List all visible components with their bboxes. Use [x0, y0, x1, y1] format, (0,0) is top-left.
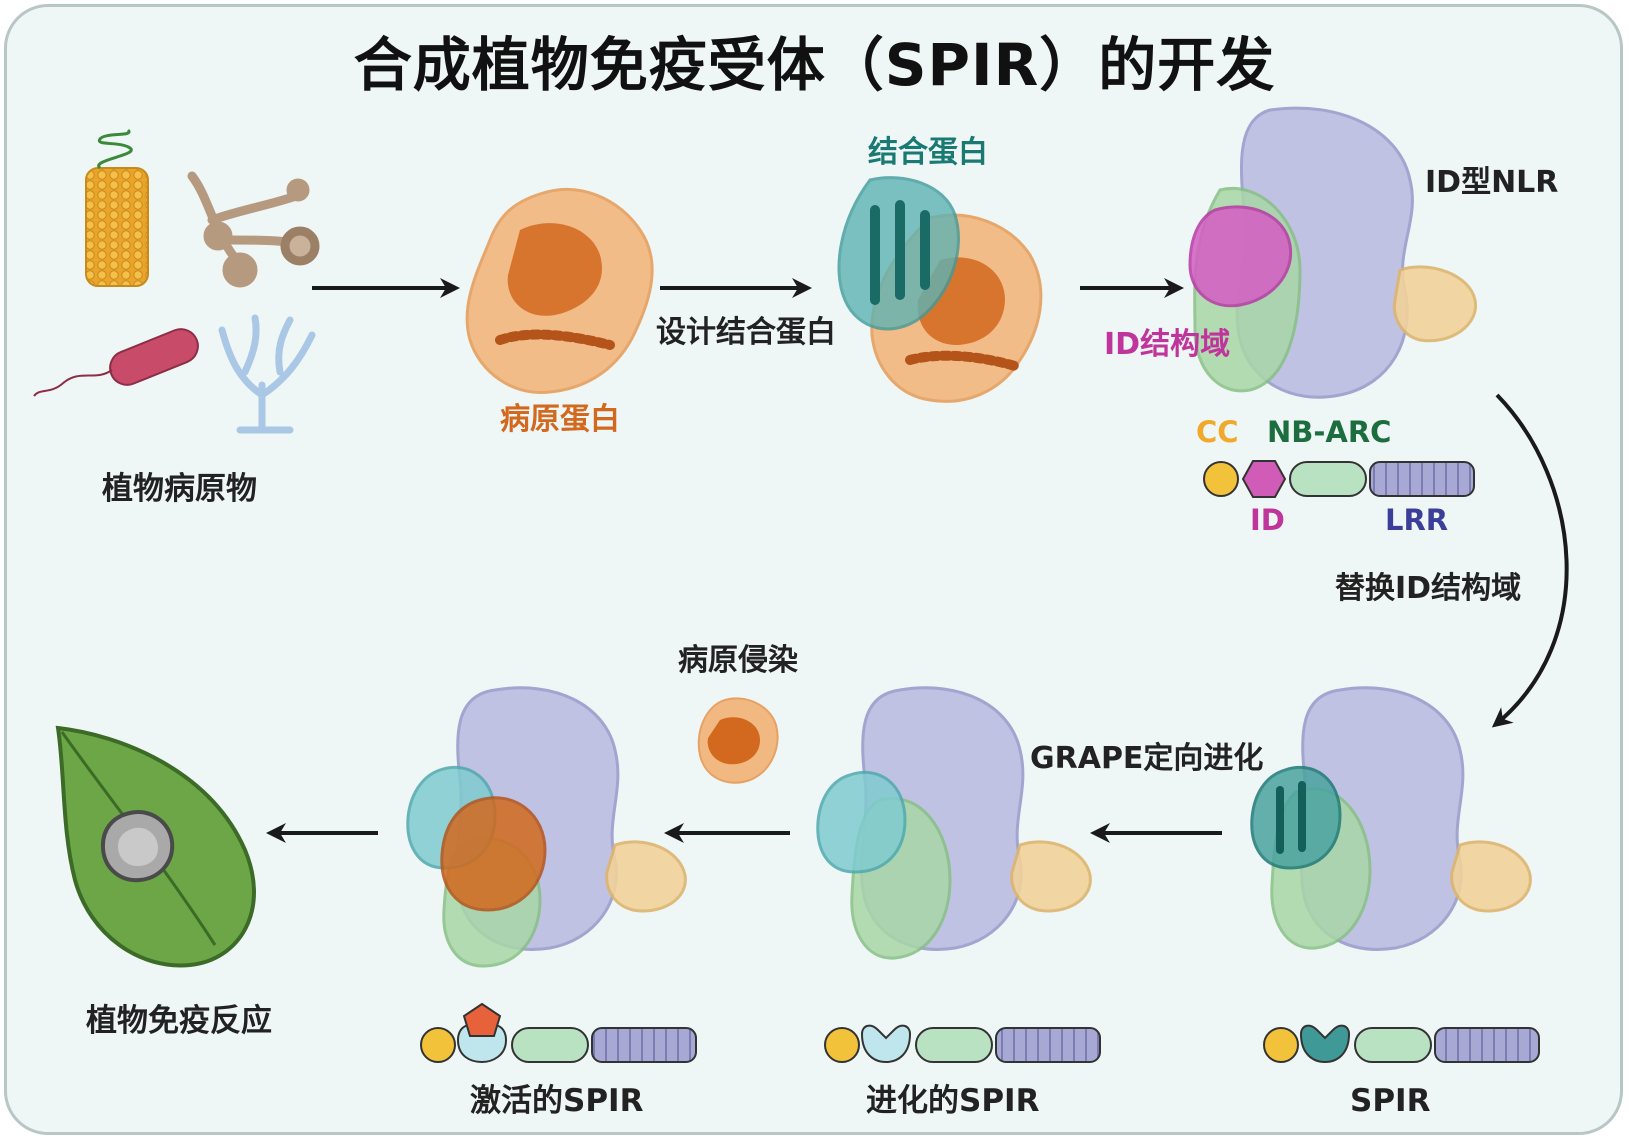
evolved-spir-structure — [816, 686, 1092, 960]
label-replace-id: 替换ID结构域 — [1335, 571, 1522, 606]
flow-arrows — [266, 278, 1569, 843]
domain-label-lrr: LRR — [1385, 503, 1449, 537]
label-immune-response: 植物免疫反应 — [86, 1003, 272, 1039]
infecting-pathogen-protein — [697, 697, 779, 784]
id-nlr-structure — [1188, 106, 1477, 399]
label-activated-spir: 激活的SPIR — [470, 1083, 644, 1119]
binder-complex-structure — [837, 176, 1043, 403]
label-id-nlr: ID型NLR — [1425, 165, 1559, 200]
label-spir: SPIR — [1350, 1083, 1431, 1119]
domain-label-nb-arc: NB-ARC — [1267, 415, 1392, 449]
domain-bar-activated-spir — [420, 1002, 697, 1064]
label-pathogen-protein: 病原蛋白 — [500, 402, 620, 437]
fungus-icon — [187, 171, 320, 288]
spir-structure — [1250, 686, 1532, 951]
label-binder: 结合蛋白 — [868, 135, 988, 170]
domain-label-id: ID — [1250, 503, 1285, 537]
activated-spir-structure — [406, 686, 687, 968]
label-design-binder: 设计结合蛋白 — [656, 315, 836, 350]
label-plant-pathogen: 植物病原物 — [102, 471, 257, 507]
domain-label-cc: CC — [1196, 415, 1239, 449]
diagram-title: 合成植物免疫受体（SPIR）的开发 — [353, 31, 1276, 99]
label-id-domain: ID结构域 — [1104, 327, 1231, 362]
leaf-icon — [55, 725, 256, 968]
domain-bar-spir — [1263, 1024, 1540, 1064]
bacterium-icon — [33, 328, 199, 397]
virus-icon — [85, 128, 149, 287]
pathogen-protein-structure — [465, 188, 654, 394]
label-grape: GRAPE定向进化 — [1030, 741, 1264, 776]
domain-bar-id-nlr — [1203, 460, 1475, 498]
label-pathogen-infection: 病原侵染 — [678, 643, 798, 678]
domain-bar-evolved-spir — [824, 1024, 1101, 1064]
oomycete-icon — [218, 314, 316, 434]
label-evolved-spir: 进化的SPIR — [866, 1083, 1040, 1119]
